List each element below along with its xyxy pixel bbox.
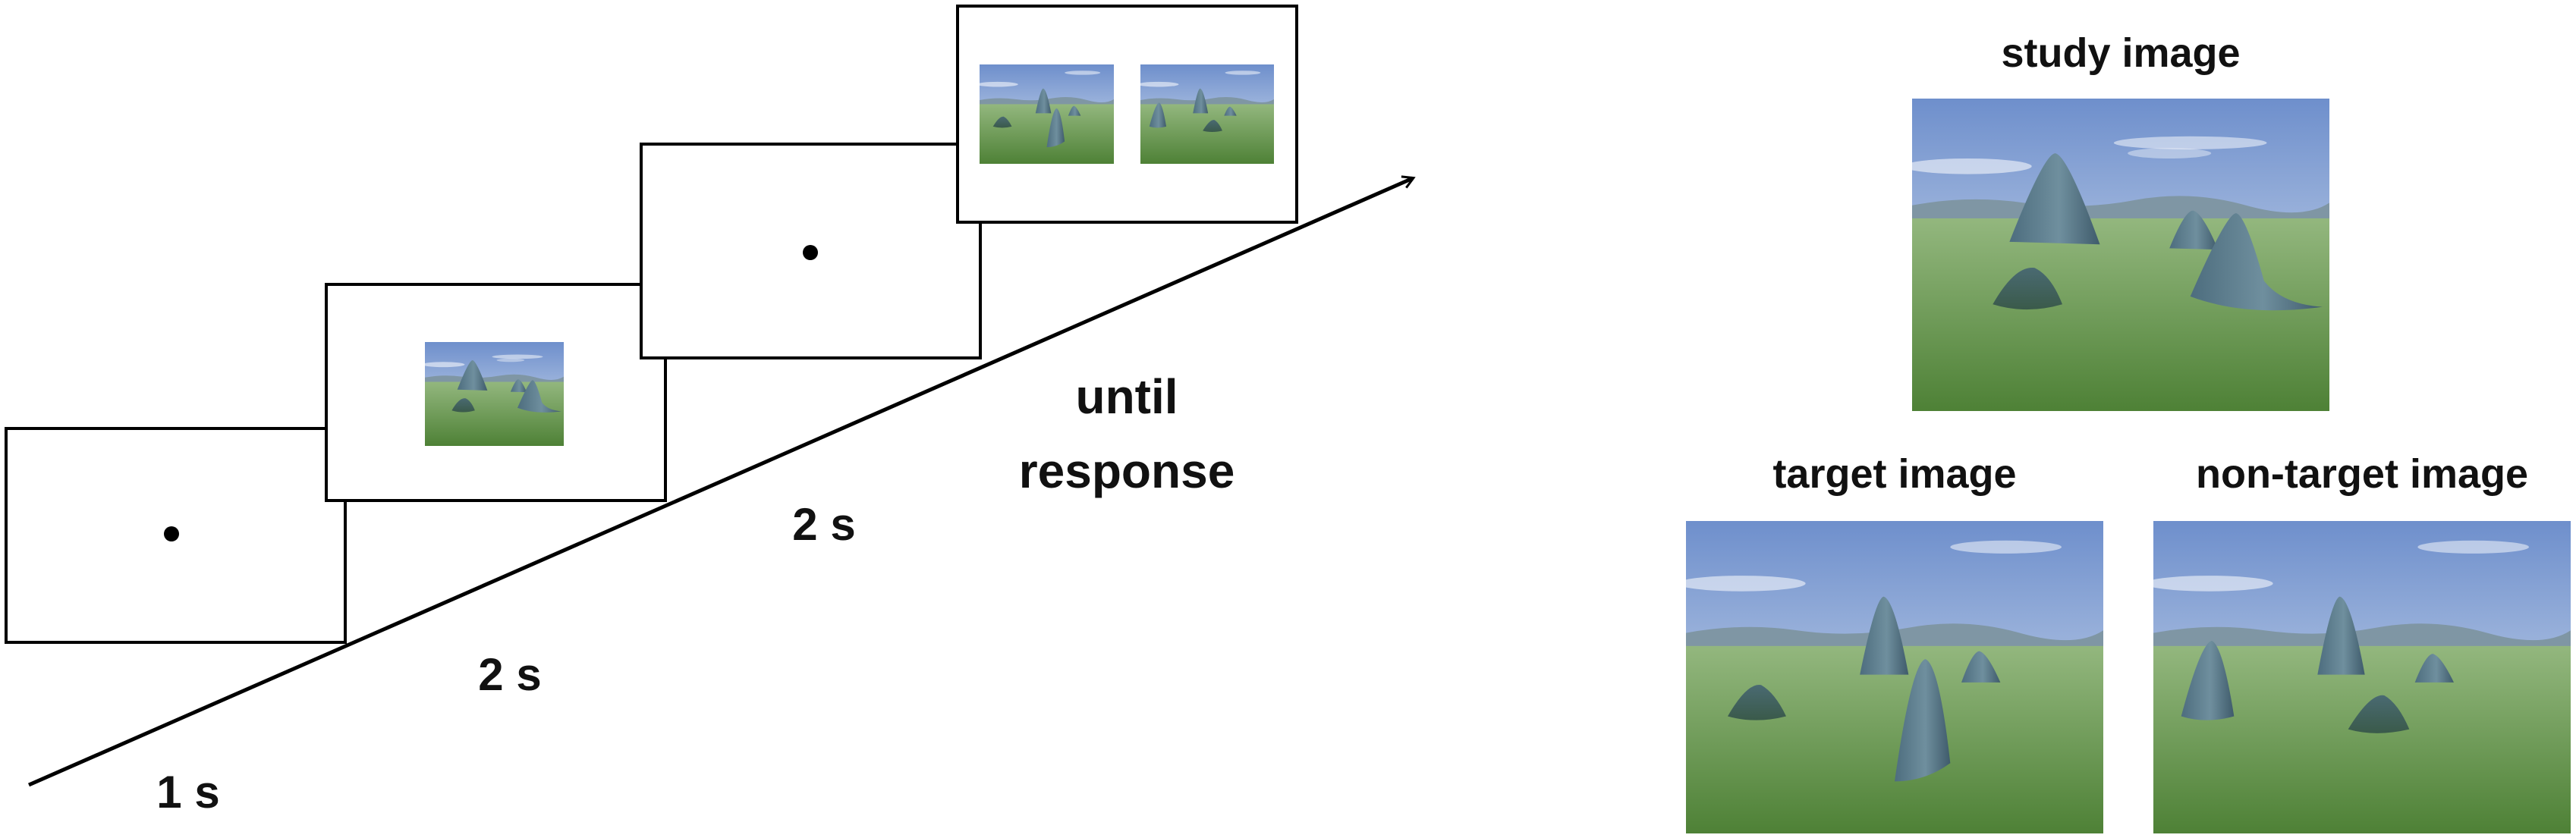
fixation-dot <box>803 245 818 260</box>
final-label-line1: until <box>1075 369 1178 424</box>
fixation-dot <box>164 526 179 541</box>
screen-study <box>325 283 667 502</box>
screen-test <box>956 5 1298 224</box>
duration-label-3: 2 s <box>792 499 855 550</box>
stimulus-examples: study image target image non-target imag… <box>1686 30 2571 833</box>
trial-timeline: 1 s 2 s 2 s until response <box>5 5 1416 818</box>
duration-label-1: 1 s <box>156 767 219 818</box>
screen-fixation-2 <box>640 143 982 359</box>
target-image-title: target image <box>1772 451 2016 497</box>
duration-label-2: 2 s <box>478 649 541 700</box>
test-thumbnail-left <box>980 64 1114 164</box>
final-label-line2: response <box>1019 444 1235 498</box>
study-image <box>1912 99 2329 411</box>
nontarget-image <box>2153 521 2571 833</box>
study-image-title: study image <box>2001 30 2240 76</box>
screen-fixation-1 <box>5 427 347 644</box>
target-image <box>1686 521 2103 833</box>
study-thumbnail <box>425 342 564 446</box>
time-arrow <box>27 175 1416 787</box>
test-thumbnail-right <box>1140 64 1274 164</box>
nontarget-image-title: non-target image <box>2196 451 2528 497</box>
